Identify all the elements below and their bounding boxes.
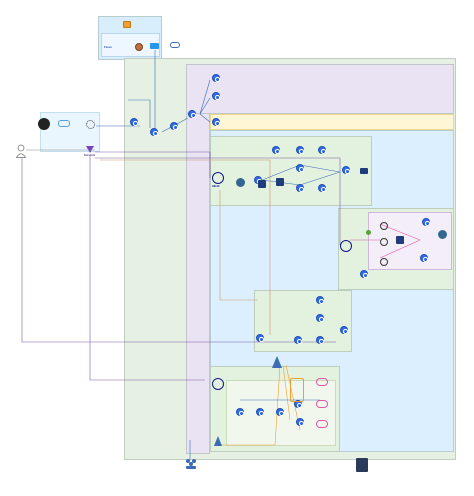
kubernetes-icon: [318, 184, 326, 192]
kubernetes-icon: [296, 146, 304, 154]
pod-icon: [276, 178, 284, 186]
postgres-icon: [438, 230, 447, 239]
kubernetes-icon: [316, 336, 324, 344]
kubernetes-icon: [212, 92, 220, 100]
node-icon: [380, 238, 388, 246]
postgres-icon: [236, 178, 245, 187]
kubernetes-icon: [340, 326, 348, 334]
kubernetes-icon: [256, 408, 264, 416]
kubernetes-icon: [316, 296, 324, 304]
kubernetes-icon: [318, 146, 326, 154]
helm-icon: [212, 172, 224, 184]
team-icon: [184, 458, 198, 470]
kubernetes-icon: [188, 110, 196, 118]
node-icon: [380, 258, 388, 266]
kubernetes-icon: [296, 184, 304, 192]
bucket-stack: [290, 378, 304, 402]
kubernetes-icon: [276, 408, 284, 416]
yellow-band: [210, 114, 454, 130]
kubernetes-icon: [316, 314, 324, 322]
cloud-storage-icon: [316, 378, 328, 386]
cloud-icon: [170, 42, 180, 48]
kubernetes-icon: [256, 334, 264, 342]
kubernetes-icon: [420, 254, 428, 262]
helm-label: HELM: [212, 185, 220, 188]
kubernetes-icon: [170, 122, 178, 130]
kubernetes-icon: [294, 336, 302, 344]
argo-sail-icon: [214, 436, 222, 446]
gear-icon: [86, 120, 95, 129]
kubernetes-icon: [296, 164, 304, 172]
kubernetes-icon: [360, 270, 368, 278]
cloud-storage-icon: [316, 400, 328, 408]
helm-icon: [212, 378, 224, 390]
docker-icon: [150, 43, 159, 49]
argo-sail-icon: [272, 356, 282, 368]
flows-label: Flows: [104, 45, 112, 49]
storage-inner: [226, 380, 336, 446]
aws-icon: [123, 21, 131, 28]
kubernetes-icon: [236, 408, 244, 416]
terraform-icon: [86, 146, 94, 153]
pod-icon: [396, 236, 404, 244]
node-icon: [380, 222, 388, 230]
kubernetes-icon: [212, 74, 220, 82]
server-rack-icon: [356, 458, 368, 472]
cloud-storage-icon: [316, 420, 328, 428]
monitoring-cluster: [254, 290, 352, 352]
user-icon: [15, 144, 27, 158]
lavender-region: [186, 64, 210, 454]
pod-icon: [360, 168, 368, 174]
kubernetes-icon: [130, 118, 138, 126]
toolchain-box: [40, 112, 100, 152]
kubernetes-icon: [342, 166, 350, 174]
kubernetes-icon: [212, 118, 220, 126]
pod-icon: [258, 180, 266, 188]
lavender-top: [186, 64, 454, 114]
avatar-icon: [135, 43, 143, 51]
terraform-label: Terraform: [84, 154, 96, 157]
kubernetes-icon: [272, 146, 280, 154]
pipeline-icon: [58, 120, 70, 127]
kubernetes-icon: [294, 400, 302, 408]
helm-icon: [340, 240, 352, 252]
kubernetes-icon: [422, 218, 430, 226]
node-icon: [366, 230, 371, 235]
kubernetes-icon: [150, 128, 158, 136]
kubernetes-icon: [296, 418, 304, 426]
github-icon: [38, 118, 50, 130]
